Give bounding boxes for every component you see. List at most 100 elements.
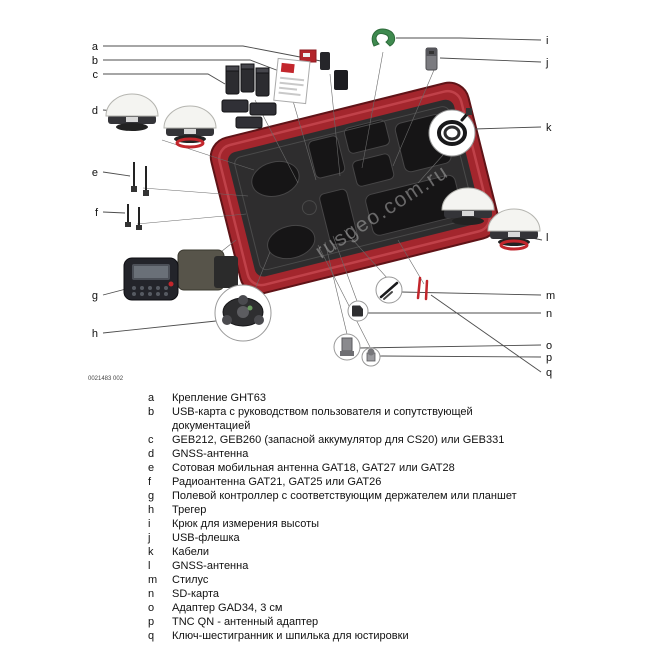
callout-letter-m: m [546, 290, 555, 302]
callout-letter-p: p [546, 352, 552, 364]
leader-line-k [474, 127, 541, 129]
legend-text: GNSS-антенна [172, 448, 249, 460]
legend-key: h [148, 504, 155, 516]
legend-row: i Крюк для измерения высоты [148, 517, 618, 531]
case-contents-diagram: a b c d e f g h i j k l m n o p q 002148… [88, 28, 555, 382]
legend-text: USB-флешка [172, 532, 240, 544]
legend-row: q Ключ-шестигранник и шпилька для юстиров… [148, 629, 618, 643]
foam-details [234, 106, 475, 271]
callout-letter-a: a [92, 41, 99, 53]
callout-letter-d: d [92, 105, 98, 117]
callout-letter-f: f [95, 207, 99, 219]
callout-letter-j: j [545, 57, 548, 69]
callout-letters: a b c d e f g h i j k l m n o p q [92, 35, 555, 379]
leica-logo [280, 62, 295, 74]
usb-flash-drive [425, 47, 438, 71]
leader-line-j [440, 58, 541, 62]
gad34-adapter-callout [333, 333, 361, 361]
legend-key: c [148, 434, 154, 446]
field-controller-group [123, 249, 238, 301]
legend-key: m [148, 574, 158, 586]
legend-row: b USB-карта с руководством пользователя и… [148, 405, 618, 433]
callout-letter-o: o [546, 340, 552, 352]
legend-text: USB-карта с руководством пользователя и … [172, 406, 473, 432]
callout-letter-e: e [92, 167, 98, 179]
leader-line-e [103, 172, 130, 176]
legend-text: Крепление GHT63 [172, 392, 266, 404]
legend-key: b [148, 406, 155, 418]
legend-text: Радиоантенна GAT21, GAT25 или GAT26 [172, 476, 382, 488]
tablet [214, 256, 238, 288]
legend-key: n [148, 588, 155, 600]
leader-line-p [379, 356, 541, 357]
legend-row: d GNSS-антенна [148, 447, 618, 461]
radio-antennas [125, 204, 142, 230]
leader-line-h [103, 321, 216, 333]
legend-text: Ключ-шестигранник и шпилька для юстировк… [172, 630, 409, 642]
legend-text: TNC QN - антенный адаптер [172, 616, 319, 628]
tnc-adapter-callout [361, 347, 381, 367]
red-base-ring [175, 137, 205, 149]
foam-pockets [251, 114, 463, 260]
usb-doc-card [273, 57, 311, 105]
ght63-bracket [299, 49, 348, 90]
leader-line-c [103, 74, 225, 84]
legend-text: Трегер [172, 504, 207, 516]
legend-row: p TNC QN - антенный адаптер [148, 615, 618, 629]
callout-letter-h: h [92, 328, 98, 340]
callout-letter-l: l [546, 232, 548, 244]
leader-line-m [401, 292, 541, 295]
sd-card-callout [347, 300, 369, 322]
legend-row: n SD-карта [148, 587, 618, 601]
legend-row: e Сотовая мобильная антенна GAT18, GAT27 … [148, 461, 618, 475]
legend-text: GEB212, GEB260 (запасной аккумулятор для… [172, 434, 505, 446]
stylus-callout [375, 276, 403, 304]
legend-key: g [148, 490, 155, 502]
height-hook [371, 28, 396, 47]
leader-line-f [103, 212, 125, 213]
gnss-antenna-left-1 [105, 93, 159, 131]
legend-key: o [148, 602, 155, 614]
legend-text: Крюк для измерения высоты [172, 518, 320, 530]
legend-key: e [148, 462, 155, 474]
leader-lines [103, 38, 542, 372]
legend-text: Сотовая мобильная антенна GAT18, GAT27 и… [172, 462, 455, 474]
legend-text: SD-карта [172, 588, 220, 600]
tribrach-callout [214, 284, 272, 342]
leader-line-o [359, 345, 541, 348]
callout-letter-c: c [93, 69, 99, 81]
red-base-ring [499, 239, 529, 251]
callout-letter-q: q [546, 367, 552, 379]
leader-line-i [396, 38, 541, 40]
transport-case [209, 81, 500, 295]
gnss-antenna-right-1 [441, 187, 495, 225]
cables-callout [428, 108, 476, 157]
callout-letter-g: g [92, 290, 98, 302]
leader-line-a [103, 46, 326, 62]
gnss-antenna-left-2 [163, 105, 217, 149]
legend-key: j [148, 532, 151, 544]
leader-line-g [103, 289, 126, 295]
callout-letter-n: n [546, 308, 552, 320]
legend-text: Полевой контроллер с соответствующим дер… [172, 490, 517, 502]
allen-key-pins [418, 278, 427, 299]
gnss-antenna-right-2 [487, 208, 541, 251]
legend-key: p [148, 616, 155, 628]
legend-key: d [148, 448, 155, 460]
callout-letter-b: b [92, 55, 98, 67]
legend-text: Кабели [172, 546, 210, 558]
legend-row: c GEB212, GEB260 (запасной аккумулятор дл… [148, 433, 618, 447]
leader-line-q [431, 295, 541, 372]
leader-line-b [103, 60, 279, 71]
legend-key: i [148, 518, 151, 530]
batteries [221, 63, 277, 129]
figure-number: 0021483 002 [88, 376, 124, 382]
case-rim [218, 89, 492, 287]
legend-key: q [148, 630, 155, 642]
legend-key: l [148, 560, 151, 572]
